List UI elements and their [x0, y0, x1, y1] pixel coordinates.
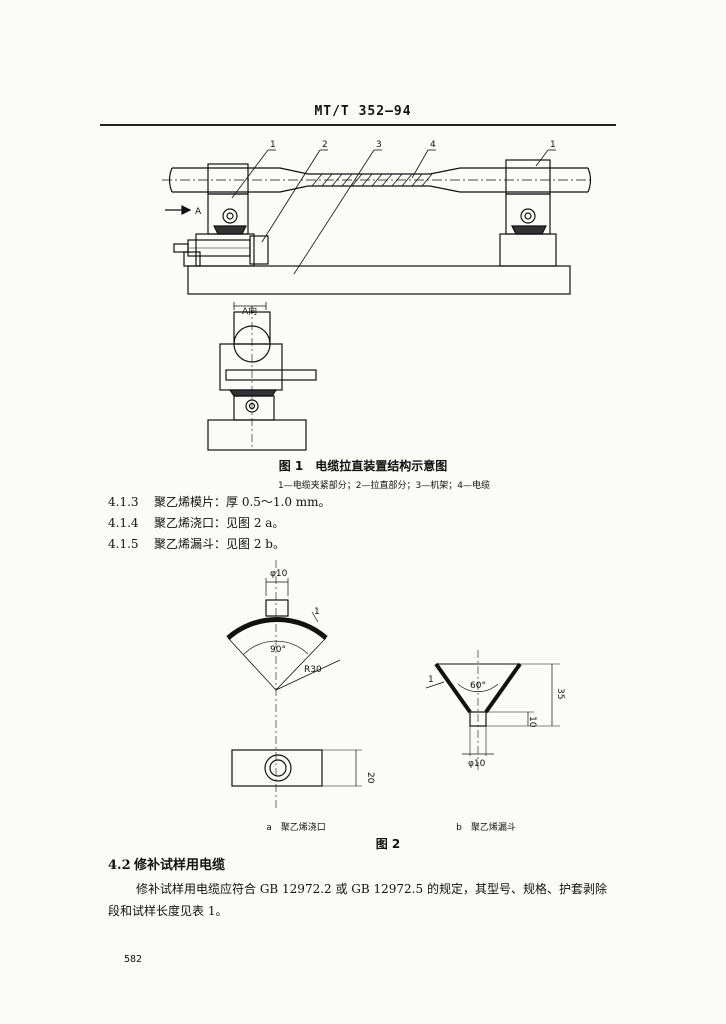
frame-base — [187, 265, 571, 295]
gate-thickness: 1 — [314, 607, 320, 617]
callout-1-left: 1 — [270, 140, 276, 150]
figure-1-legend: 1—电缆夹紧部分；2—拉直部分；3—机架；4—电缆 — [278, 479, 490, 491]
figure-2a-caption: a 聚乙烯浇口 — [266, 821, 326, 833]
funnel-neck: 10 — [527, 716, 537, 728]
gate-angle: 90° — [270, 645, 286, 655]
gate-height: 20 — [365, 772, 375, 784]
clause-text: 聚乙烯模片：厚 0.5～1.0 mm。 — [154, 495, 331, 509]
figure-2: φ10 90° R30 1 20 60° 35 10 1 φ10 a 聚乙烯浇口… — [226, 560, 565, 850]
clause-text: 聚乙烯浇口：见图 2 a。 — [154, 516, 285, 530]
view-a-label: A向 — [242, 305, 257, 317]
funnel-drawing — [425, 650, 560, 770]
clause-4-1-5: 4.1.5 聚乙烯漏斗：见图 2 b。 — [108, 535, 285, 552]
callout-1-right: 1 — [550, 140, 556, 150]
figure-1: A 1 2 3 4 1 A向 图 1 电缆拉直装置结构示意图 1—电缆夹紧部分；… — [162, 140, 594, 491]
gate-top-view — [231, 749, 362, 787]
callout-2: 2 — [322, 140, 328, 150]
clause-number: 4.1.5 — [108, 537, 139, 551]
callout-3: 3 — [376, 140, 382, 150]
cable — [168, 167, 592, 193]
right-clamp — [499, 159, 557, 267]
funnel-height: 35 — [555, 688, 565, 699]
header-rule — [100, 124, 616, 126]
section-title: 修补试样用电缆 — [134, 858, 226, 873]
figure-1-caption: 图 1 电缆拉直装置结构示意图 — [279, 458, 448, 473]
clause-number: 4.1.3 — [108, 495, 139, 509]
clause-number: 4.1.4 — [108, 516, 139, 530]
clause-4-1-3: 4.1.3 聚乙烯模片：厚 0.5～1.0 mm。 — [108, 493, 331, 510]
section-body: 修补试样用电缆应符合 GB 12972.2 或 GB 12972.5 的规定，其… — [108, 882, 607, 918]
view-a — [207, 302, 317, 451]
figure-2b-caption: b 聚乙烯漏斗 — [456, 821, 516, 833]
left-clamp — [195, 163, 255, 267]
funnel-diameter: φ10 — [468, 759, 486, 769]
standard-code: MT/T 352—94 — [314, 104, 412, 119]
figure-2-caption: 图 2 — [376, 837, 401, 850]
leader-lines — [231, 149, 556, 275]
funnel-angle: 60° — [470, 681, 486, 691]
gate-diameter: φ10 — [270, 569, 288, 579]
funnel-thickness: 1 — [428, 675, 434, 685]
clause-text: 聚乙烯漏斗：见图 2 b。 — [154, 537, 285, 551]
page-number: 582 — [124, 954, 143, 965]
clause-4-1-4: 4.1.4 聚乙烯浇口：见图 2 a。 — [108, 514, 284, 531]
arrow-label: A — [195, 207, 202, 217]
gate-drawing — [226, 560, 341, 810]
straightening-part — [173, 235, 269, 267]
callout-4: 4 — [430, 140, 436, 150]
section-number: 4.2 — [108, 858, 131, 873]
gate-radius: R30 — [304, 665, 322, 675]
